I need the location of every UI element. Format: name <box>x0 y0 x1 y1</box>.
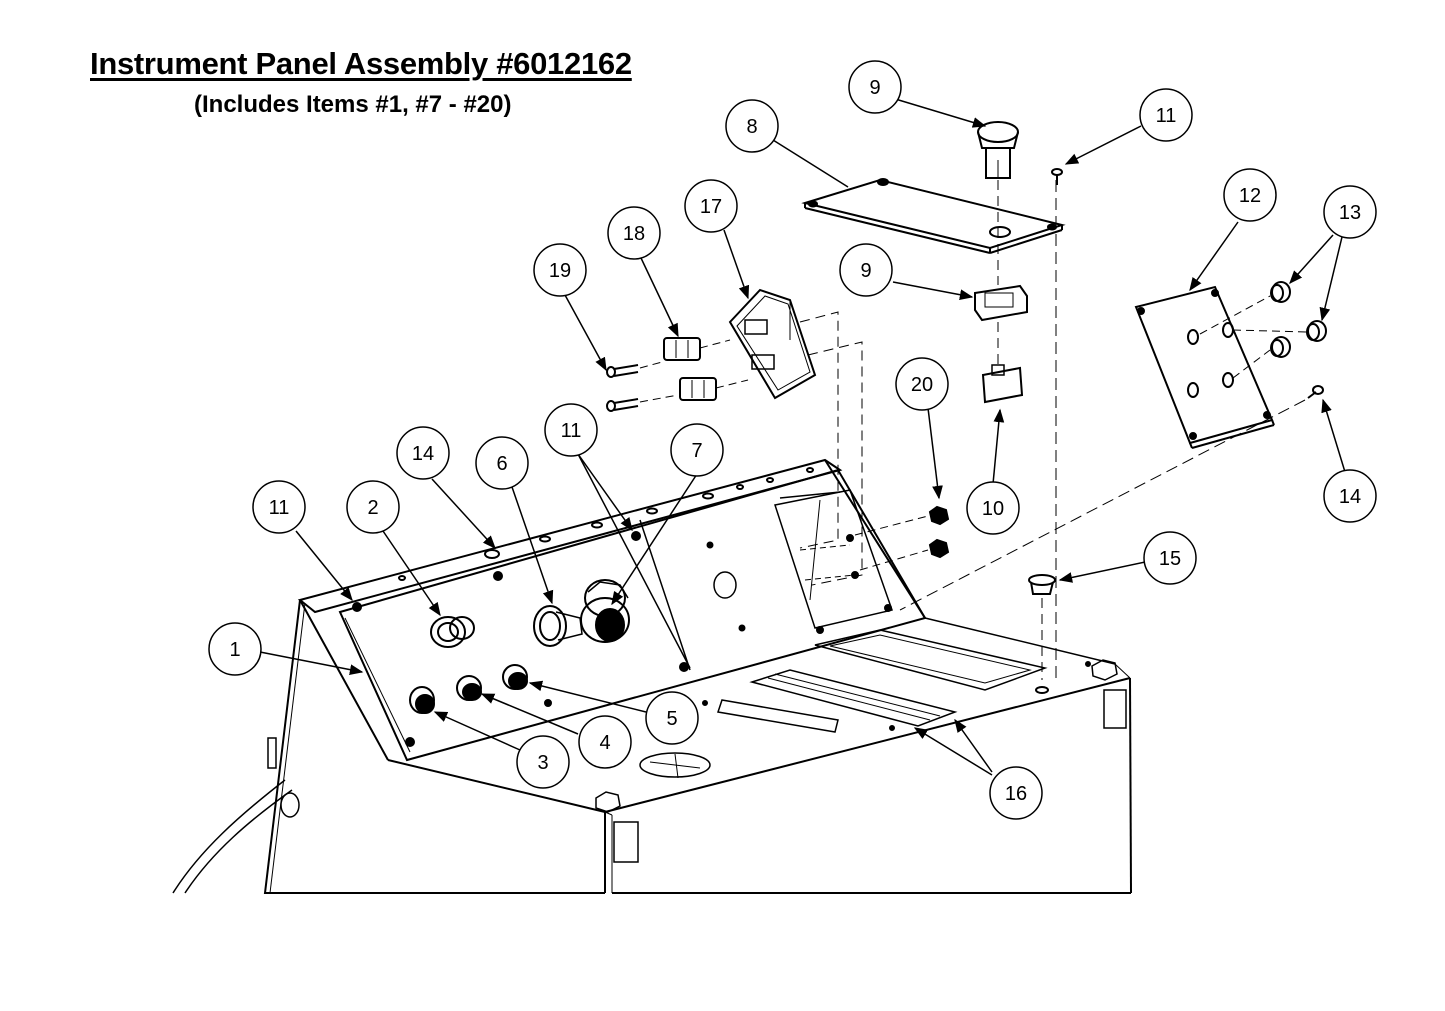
exploded-parts <box>607 122 1326 680</box>
svg-text:19: 19 <box>549 260 571 282</box>
svg-text:8: 8 <box>746 116 757 138</box>
callout-19: 19 <box>534 244 586 296</box>
callout-1: 1 <box>209 623 261 675</box>
page-title: Instrument Panel Assembly #6012162 <box>90 46 632 81</box>
svg-text:6: 6 <box>496 453 507 475</box>
svg-text:14: 14 <box>412 443 434 465</box>
callout-6: 6 <box>476 437 528 489</box>
svg-text:13: 13 <box>1339 202 1361 224</box>
callout-bubbles: 9 8 11 12 13 17 18 19 9 20 10 14 11 14 6… <box>209 61 1376 819</box>
svg-text:17: 17 <box>700 196 722 218</box>
svg-text:18: 18 <box>623 223 645 245</box>
svg-text:15: 15 <box>1159 548 1181 570</box>
callout-4: 4 <box>579 716 631 768</box>
callout-9-top: 9 <box>849 61 901 113</box>
svg-text:1: 1 <box>229 639 240 661</box>
callout-17: 17 <box>685 180 737 232</box>
callout-20: 20 <box>896 358 948 410</box>
svg-text:11: 11 <box>561 420 582 442</box>
leader-lines <box>260 98 1345 775</box>
callout-12: 12 <box>1224 169 1276 221</box>
callout-3: 3 <box>517 736 569 788</box>
svg-text:16: 16 <box>1005 783 1027 805</box>
callout-14-right: 14 <box>1324 470 1376 522</box>
instrument-panel <box>300 460 925 760</box>
callout-10: 10 <box>967 482 1019 534</box>
callout-14-left: 14 <box>397 427 449 479</box>
page-subtitle: (Includes Items #1, #7 - #20) <box>194 91 512 118</box>
callout-15: 15 <box>1144 532 1196 584</box>
callout-2: 2 <box>347 481 399 533</box>
svg-text:5: 5 <box>666 708 677 730</box>
callout-11-mid: 11 <box>545 404 597 456</box>
callout-11-top: 11 <box>1140 89 1192 141</box>
callout-16: 16 <box>990 767 1042 819</box>
svg-text:9: 9 <box>869 77 880 99</box>
cabinet-body <box>173 600 1131 893</box>
panel-components <box>410 580 629 713</box>
svg-text:7: 7 <box>691 440 702 462</box>
svg-text:14: 14 <box>1339 486 1361 508</box>
svg-text:3: 3 <box>537 752 548 774</box>
callout-13: 13 <box>1324 186 1376 238</box>
svg-text:4: 4 <box>599 732 610 754</box>
svg-text:20: 20 <box>911 374 933 396</box>
callout-11-left: 11 <box>253 481 305 533</box>
svg-text:9: 9 <box>860 260 871 282</box>
svg-text:10: 10 <box>982 498 1004 520</box>
svg-text:2: 2 <box>367 497 378 519</box>
callout-7: 7 <box>671 424 723 476</box>
callout-9-mid: 9 <box>840 244 892 296</box>
svg-text:12: 12 <box>1239 185 1261 207</box>
callout-8: 8 <box>726 100 778 152</box>
svg-text:11: 11 <box>1156 105 1177 127</box>
callout-5: 5 <box>646 692 698 744</box>
callout-18: 18 <box>608 207 660 259</box>
svg-text:11: 11 <box>269 497 290 519</box>
